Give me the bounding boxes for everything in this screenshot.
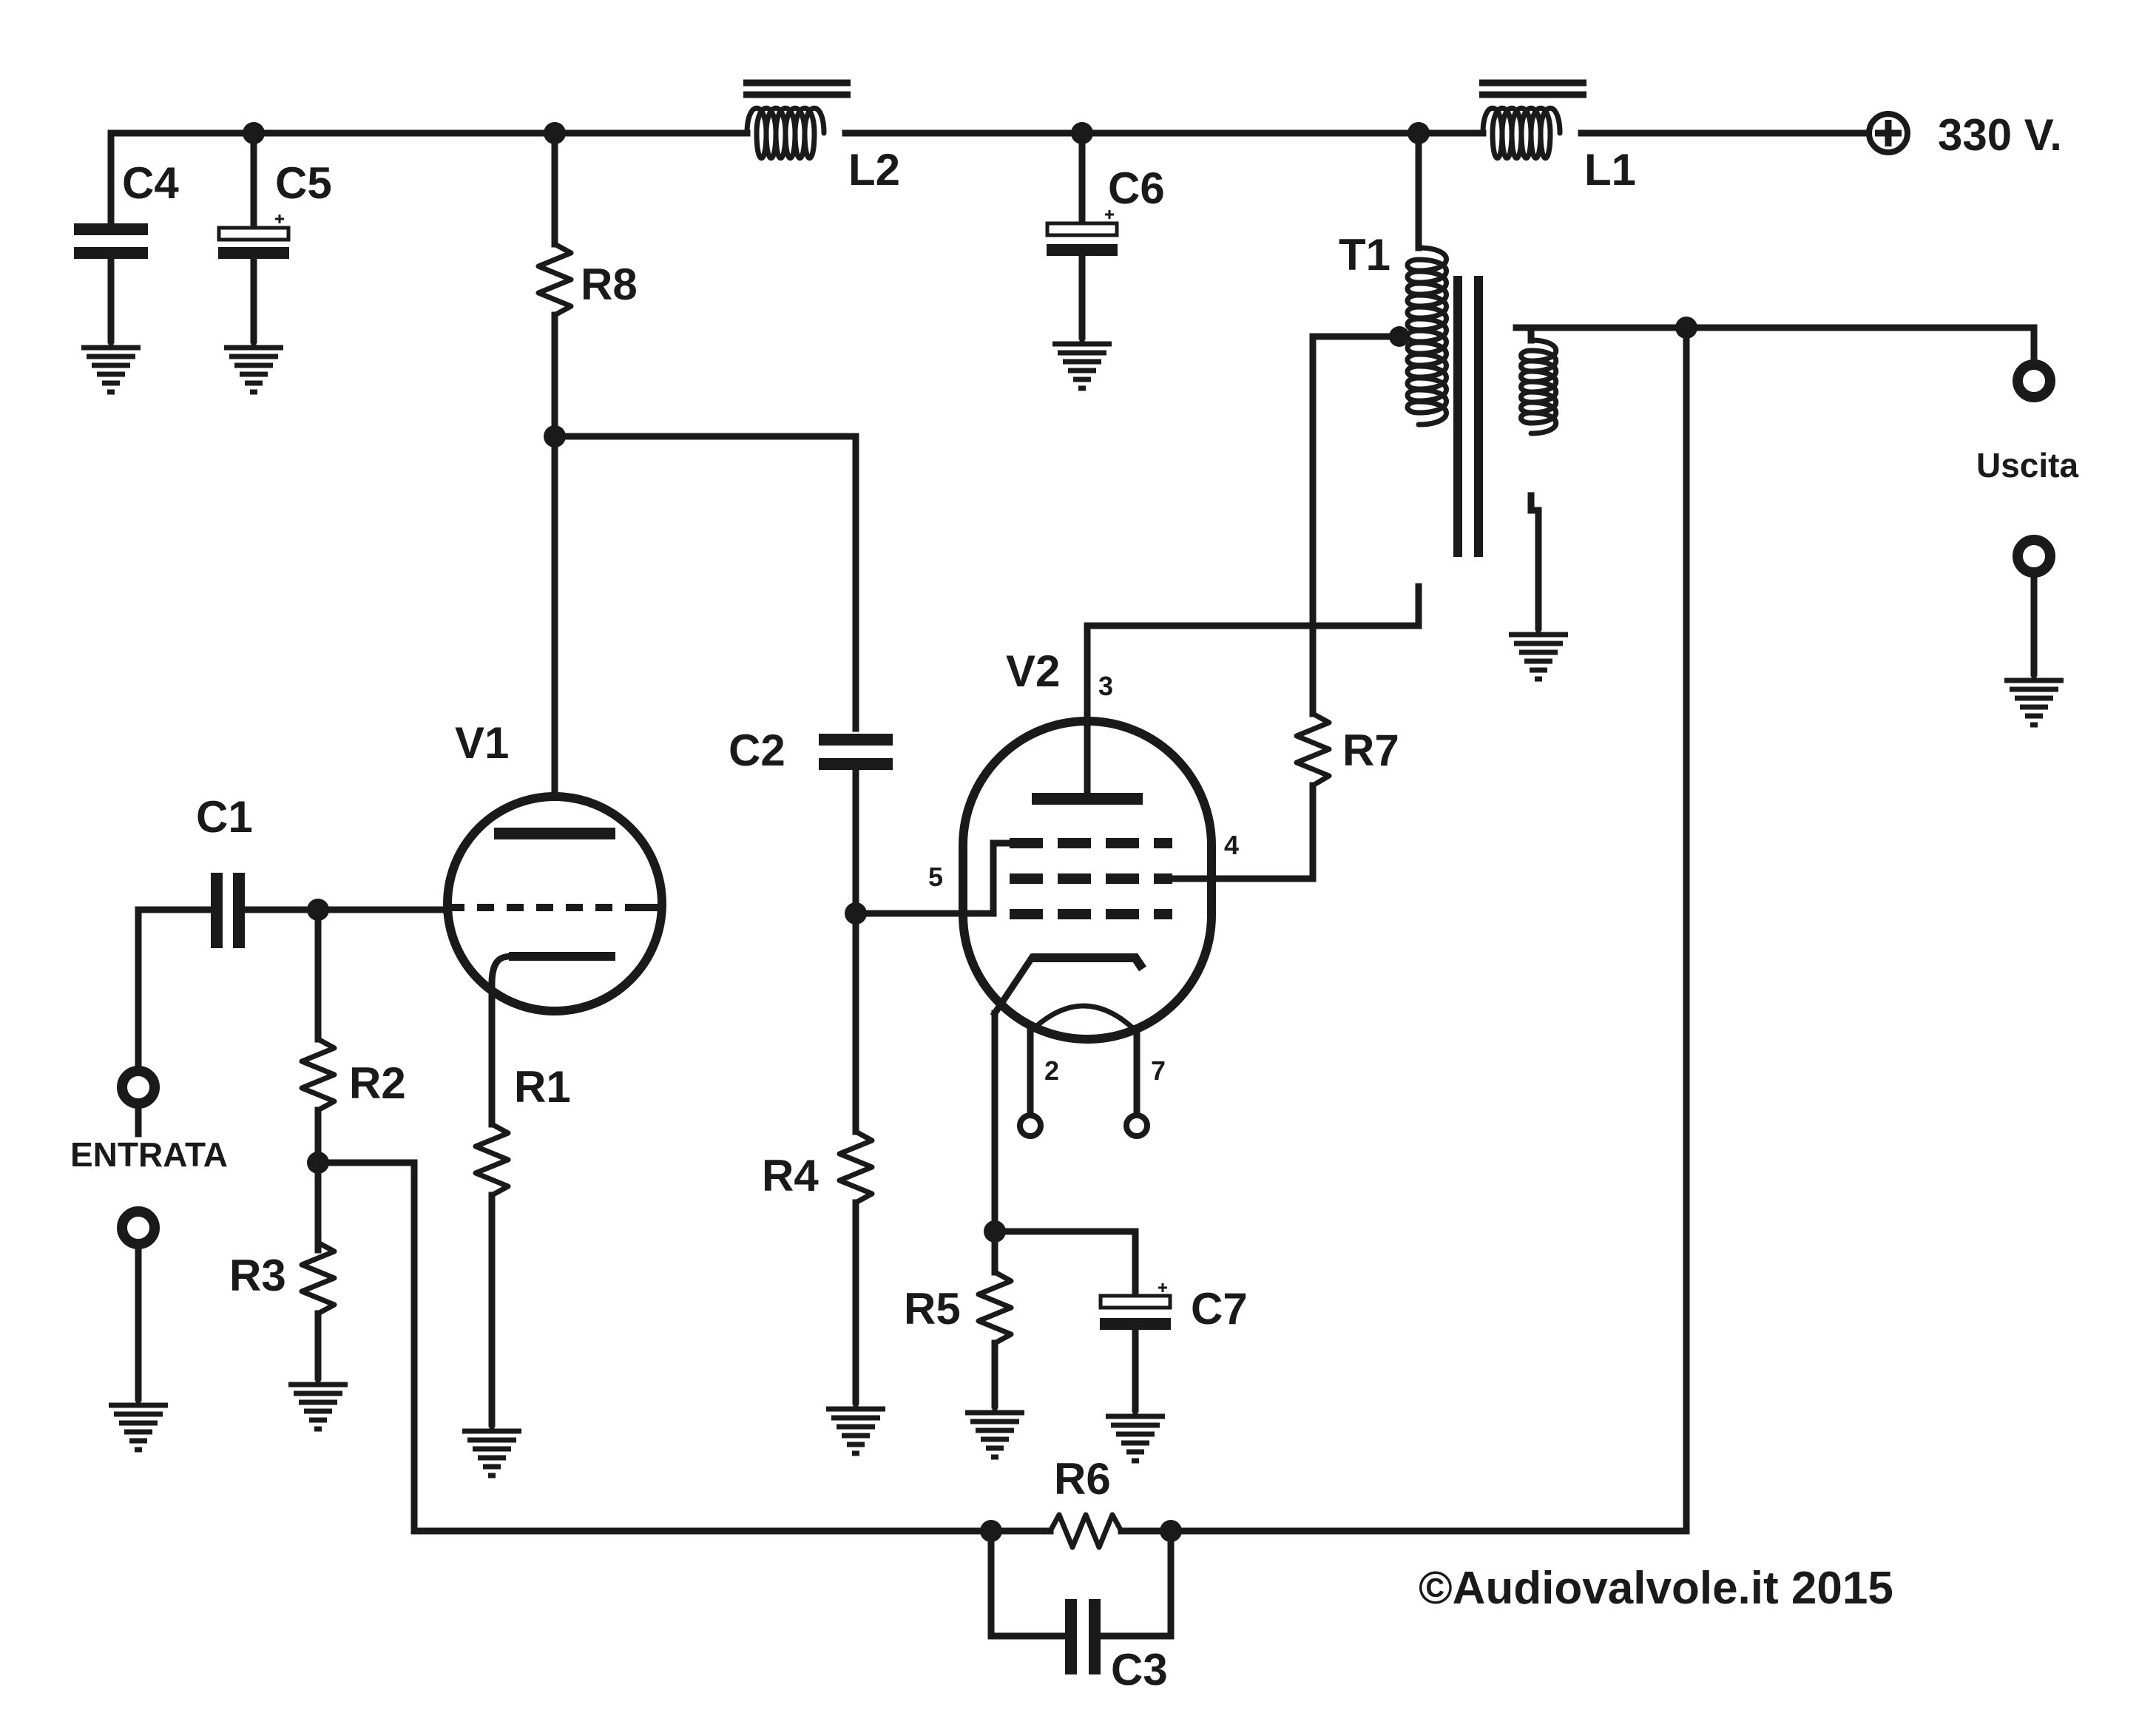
pin-7: 7: [1151, 1055, 1166, 1086]
label-R4: R4: [762, 1151, 819, 1200]
pin-4: 4: [1224, 830, 1239, 860]
resistor-R3: [299, 1240, 337, 1381]
label-R3: R3: [229, 1251, 286, 1300]
label-C7: C7: [1191, 1284, 1248, 1334]
ground-symbol: [826, 1402, 885, 1456]
pin-5: 5: [928, 862, 943, 892]
ground-symbol: [288, 1377, 348, 1432]
label-C6: C6: [1108, 163, 1165, 213]
output-label: Uscita: [1976, 446, 2078, 484]
coupling-wire: [551, 433, 859, 732]
ground-symbol: [462, 1424, 521, 1478]
tube-V1: [443, 792, 666, 1024]
heater-terminal: [1017, 1112, 1044, 1139]
ground-symbol: [965, 1405, 1024, 1460]
capacitor-C5: [217, 129, 291, 344]
capacitor-C6: [1045, 129, 1119, 340]
label-L2: L2: [848, 145, 900, 195]
label-R5: R5: [904, 1284, 961, 1334]
ground-symbol: [81, 340, 141, 395]
capacitor-C4: [74, 129, 148, 344]
ground-symbol: [1509, 627, 1568, 682]
label-C5: C5: [275, 158, 332, 208]
copyright-text: ©Audiovalvole.it 2015: [1419, 1563, 1893, 1614]
tube-V2: [959, 717, 1216, 1235]
capacitor-C7: [991, 1228, 1172, 1413]
ground-symbol: [1052, 337, 1112, 391]
label-C3: C3: [1111, 1645, 1168, 1694]
resistor-R1: [473, 1017, 511, 1427]
label-V2: V2: [1006, 646, 1060, 696]
label-C1: C1: [196, 792, 253, 842]
ground-symbol: [2004, 673, 2064, 728]
plate-wire-V2: [1084, 622, 1422, 725]
label-L1: L1: [1584, 145, 1636, 195]
junction-dot: [243, 122, 265, 144]
capacitor-C2: [819, 734, 893, 1135]
capacitor-C3: [987, 1527, 1175, 1674]
inductor-L2: [736, 79, 862, 160]
capacitor-C1: [135, 873, 451, 1138]
label-R8: R8: [581, 260, 638, 309]
feedback-return-wire: [314, 1159, 995, 1535]
output-jack-ground: [2013, 535, 2055, 578]
ground-symbol: [1106, 1409, 1165, 1464]
label-C2: C2: [729, 726, 785, 775]
resistor-R2: [299, 906, 337, 1254]
supply-terminal: [1866, 111, 1910, 155]
heater-terminal: [1123, 1112, 1150, 1139]
label-C4: C4: [122, 158, 179, 208]
resistor-R4: [837, 1129, 875, 1405]
ground-symbol: [109, 1398, 168, 1453]
resistor-R5: [976, 1228, 1014, 1409]
resistor-R8: [535, 129, 574, 795]
supply-voltage-label: 330 V.: [1938, 110, 2062, 160]
pin-3: 3: [1098, 671, 1113, 701]
feedback-wire: [1172, 324, 1690, 1535]
output-wire: [1527, 324, 2038, 385]
label-T1: T1: [1339, 230, 1390, 280]
input-label: ENTRATA: [70, 1135, 228, 1174]
label-R2: R2: [349, 1058, 406, 1108]
label-R1: R1: [514, 1062, 571, 1112]
label-R6: R6: [1054, 1454, 1111, 1504]
inductor-L1: [1464, 79, 1598, 160]
label-R7: R7: [1342, 726, 1399, 775]
ground-symbol: [224, 340, 283, 395]
resistor-R6: [987, 1512, 1175, 1550]
input-jack-ground: [117, 1206, 160, 1249]
input-jack-hot: [117, 1066, 160, 1109]
output-jack-hot: [2013, 359, 2055, 402]
pin-2: 2: [1044, 1055, 1059, 1086]
junction-dot: [845, 902, 867, 925]
transformer-T1: [1405, 129, 1558, 631]
label-V1: V1: [455, 718, 509, 768]
